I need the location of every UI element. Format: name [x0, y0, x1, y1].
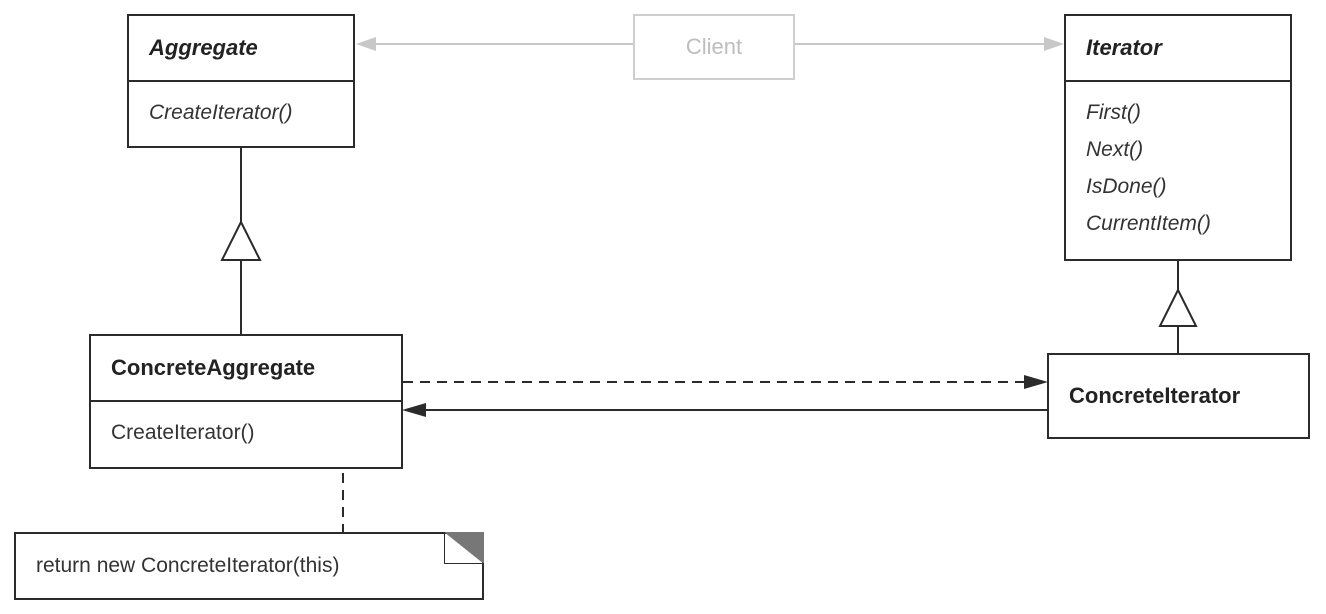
- iterator-operations: First() Next() IsDone() CurrentItem(): [1066, 82, 1290, 242]
- client-to-aggregate-arrowhead: [356, 37, 376, 51]
- concrete-aggregate-op-create-iterator: CreateIterator(): [111, 421, 255, 444]
- aggregate-class: Aggregate CreateIterator(): [127, 14, 355, 148]
- iterator-op-first: First(): [1086, 101, 1141, 124]
- client-box: Client: [633, 14, 795, 80]
- concrete-iterator-class: ConcreteIterator: [1047, 353, 1310, 439]
- iterator-op-currentitem: CurrentItem(): [1086, 212, 1211, 235]
- iterator-op-isdone: IsDone(): [1086, 175, 1167, 198]
- aggregate-class-name: Aggregate: [129, 16, 353, 82]
- concrete-aggregate-operations: CreateIterator(): [91, 402, 401, 451]
- iterator-to-aggregate-arrowhead: [402, 403, 426, 417]
- concrete-aggregate-class: ConcreteAggregate CreateIterator(): [89, 334, 403, 469]
- concrete-iterator-class-name: ConcreteIterator: [1069, 383, 1241, 408]
- iterator-class-name: Iterator: [1066, 16, 1290, 82]
- iterator-op-next: Next(): [1086, 138, 1144, 161]
- client-label: Client: [685, 34, 743, 59]
- aggregate-operations: CreateIterator(): [129, 82, 353, 131]
- iterator-inheritance-triangle: [1158, 287, 1198, 327]
- creates-dependency-arrowhead: [1024, 375, 1048, 389]
- aggregate-op-create-iterator: CreateIterator(): [149, 101, 293, 124]
- implementation-note: return new ConcreteIterator(this): [14, 532, 484, 600]
- note-folded-corner-icon: [444, 532, 484, 564]
- concrete-aggregate-class-name: ConcreteAggregate: [91, 336, 401, 402]
- aggregate-inheritance-triangle: [220, 219, 262, 261]
- note-text: return new ConcreteIterator(this): [36, 554, 340, 577]
- iterator-class: Iterator First() Next() IsDone() Current…: [1064, 14, 1292, 261]
- client-to-iterator-arrowhead: [1044, 37, 1064, 51]
